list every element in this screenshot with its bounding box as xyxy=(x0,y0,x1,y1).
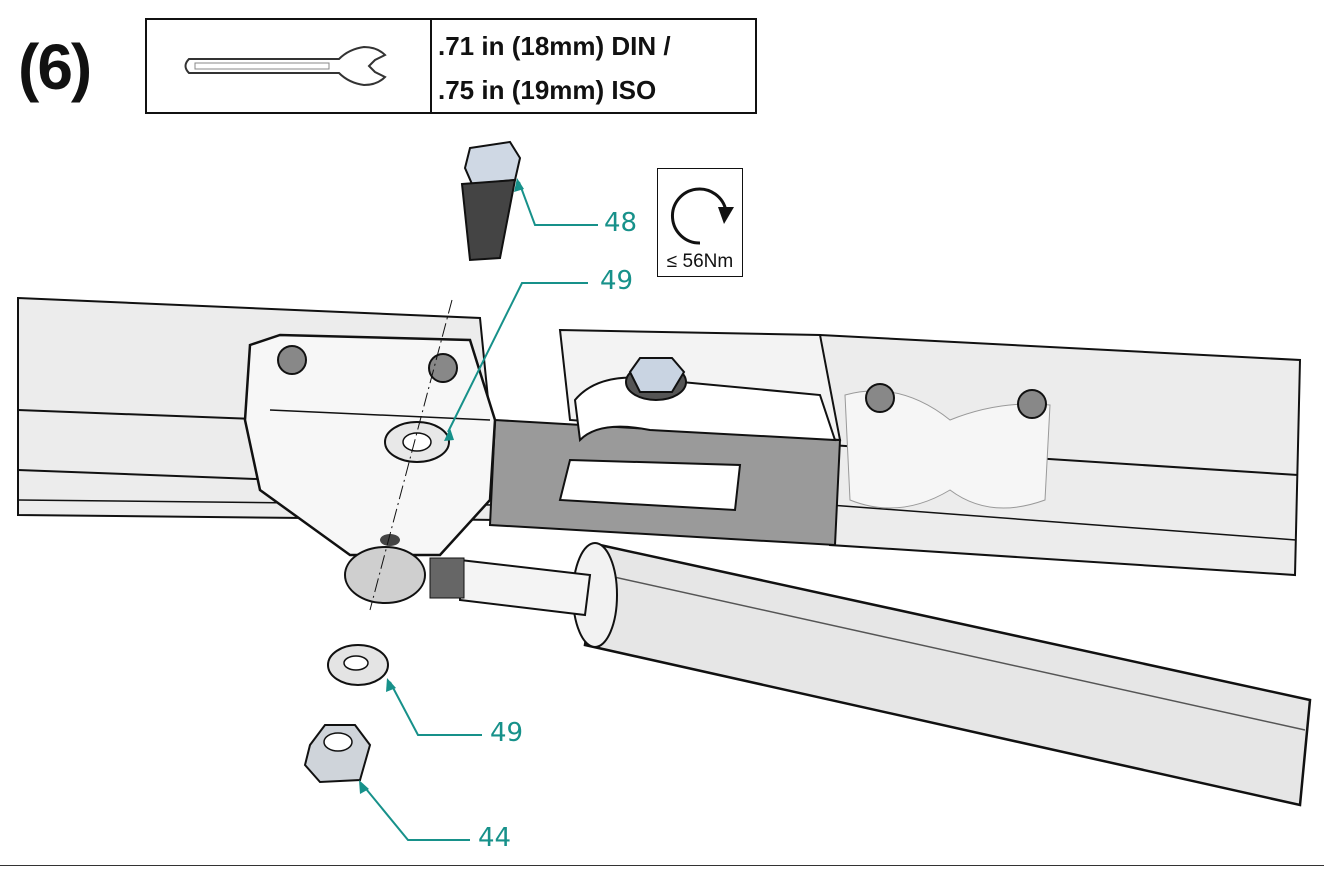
open-end-wrench-icon xyxy=(184,45,387,87)
callout-44: 44 xyxy=(478,823,512,853)
torque-value: ≤ 56Nm xyxy=(666,251,734,272)
leader-48 xyxy=(518,181,598,226)
torque-spec-box: ≤ 56Nm xyxy=(657,168,743,277)
assembly-axis-line xyxy=(369,299,453,611)
washer-49 xyxy=(327,644,389,686)
wrench-size-din: .71 in (18mm) DIN / xyxy=(438,31,671,61)
callout-48: 48 xyxy=(604,208,638,238)
hinge-bolt xyxy=(625,357,687,401)
tool-spec-box: .71 in (18mm) DIN / .75 in (19mm) ISO xyxy=(145,18,757,114)
step-number: (6) xyxy=(18,31,92,103)
callout-49-bottom: 49 xyxy=(490,718,524,748)
bolt-48 xyxy=(460,140,522,262)
leader-44 xyxy=(361,783,470,841)
wrench-cell xyxy=(147,20,432,112)
wrench-size-spec: .71 in (18mm) DIN / .75 in (19mm) ISO xyxy=(432,20,671,112)
page-divider xyxy=(0,865,1324,866)
right-rail xyxy=(818,333,1302,577)
wrench-size-iso: .75 in (19mm) ISO xyxy=(438,75,657,105)
actuator-cylinder xyxy=(344,542,1312,807)
leader-49-top xyxy=(447,282,588,433)
callout-49-top: 49 xyxy=(600,266,634,296)
clockwise-rotation-icon xyxy=(670,187,734,245)
hinge-bracket xyxy=(488,328,842,547)
nut-44 xyxy=(303,724,372,784)
leader-49-bottom xyxy=(389,681,482,736)
mounting-plate xyxy=(243,333,1047,557)
